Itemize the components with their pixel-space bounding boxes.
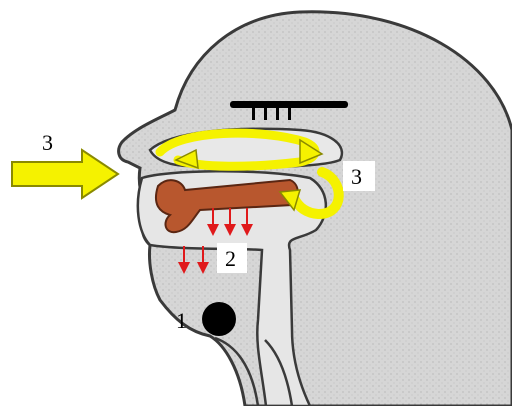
label-3-right: 3 xyxy=(351,164,362,189)
yellow-arrow-right-icon xyxy=(12,150,118,198)
black-circle-icon xyxy=(202,302,236,336)
label-3-left: 3 xyxy=(42,130,53,155)
label-1: 1 xyxy=(176,308,187,333)
label-2: 2 xyxy=(225,246,236,271)
